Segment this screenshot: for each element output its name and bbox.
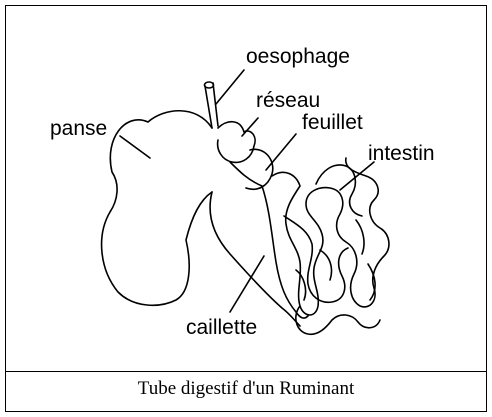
figure-caption: Tube digestif d'un Ruminant bbox=[5, 378, 487, 400]
intestine-coils bbox=[272, 158, 389, 334]
label-panse: panse bbox=[50, 117, 107, 140]
ruminant-digestive-diagram: oesophage réseau panse feuillet intestin… bbox=[0, 0, 492, 372]
label-caillette: caillette bbox=[186, 316, 257, 339]
label-intestin: intestin bbox=[368, 142, 435, 165]
label-feuillet: feuillet bbox=[302, 111, 363, 134]
label-oesophage: oesophage bbox=[246, 45, 350, 68]
label-reseau: réseau bbox=[256, 89, 320, 112]
leader-lines bbox=[120, 70, 374, 312]
rumen-outline bbox=[102, 111, 212, 306]
caption-divider bbox=[5, 371, 487, 372]
